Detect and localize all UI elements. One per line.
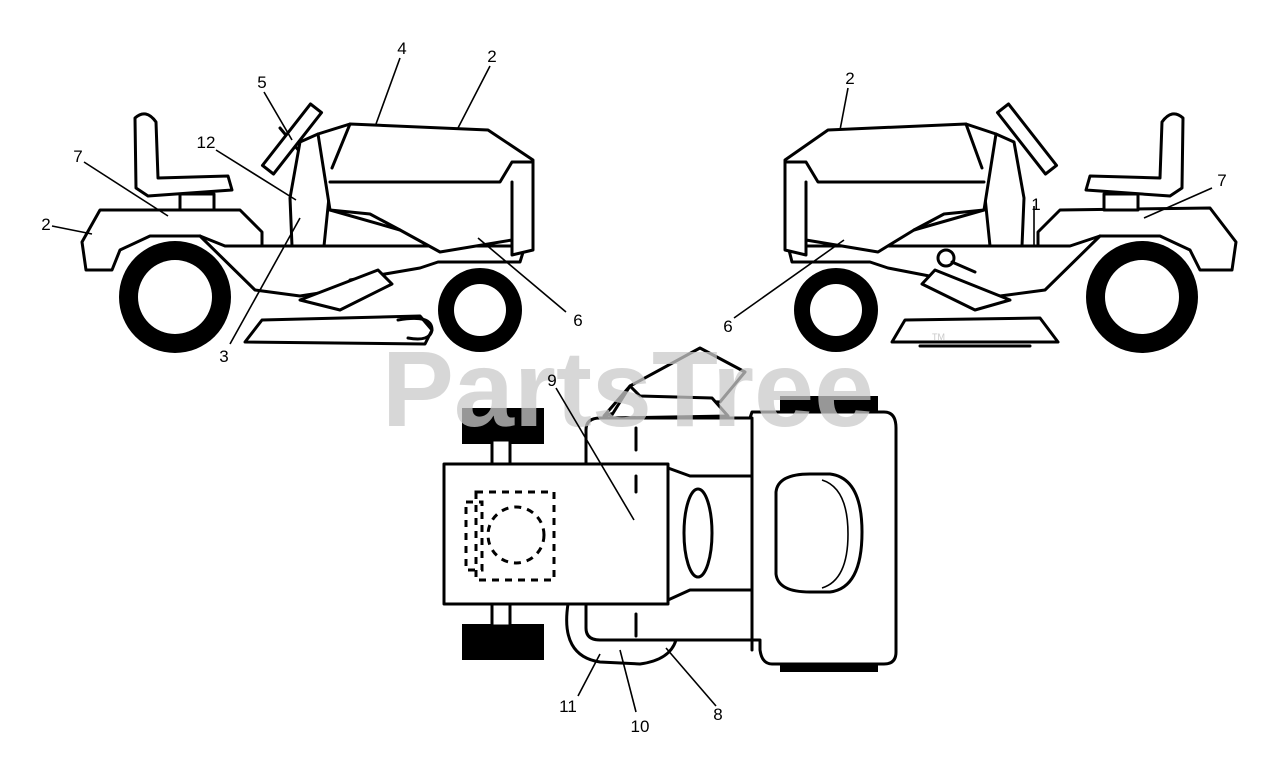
callouts-top-view: 9 11 10 8 — [547, 371, 722, 736]
tractor-left-view — [80, 102, 535, 353]
callout-2: 2 — [41, 215, 50, 234]
callout-6: 6 — [573, 311, 582, 330]
callouts-left-view: 4 2 5 12 7 2 3 6 — [41, 39, 582, 366]
tractor-right-view — [783, 102, 1238, 353]
tractor-top-view — [442, 346, 898, 672]
callout-5: 5 — [257, 73, 266, 92]
callout-6: 6 — [723, 317, 732, 336]
callout-7: 7 — [73, 147, 82, 166]
leader-lines — [51, 57, 1213, 713]
callout-4: 4 — [397, 39, 406, 58]
callout-1: 1 — [1031, 195, 1040, 214]
watermark-text: PartsTree — [382, 328, 874, 449]
callout-8: 8 — [713, 705, 722, 724]
callout-10: 10 — [631, 717, 650, 736]
callout-2: 2 — [845, 69, 854, 88]
callout-9: 9 — [547, 371, 556, 390]
callout-7: 7 — [1217, 171, 1226, 190]
callout-3: 3 — [219, 347, 228, 366]
callout-2: 2 — [487, 47, 496, 66]
callout-12: 12 — [197, 133, 216, 152]
callouts-right-view: 2 1 7 6 — [723, 69, 1226, 336]
watermark-trademark: TM — [932, 332, 945, 342]
callout-11: 11 — [559, 697, 577, 716]
